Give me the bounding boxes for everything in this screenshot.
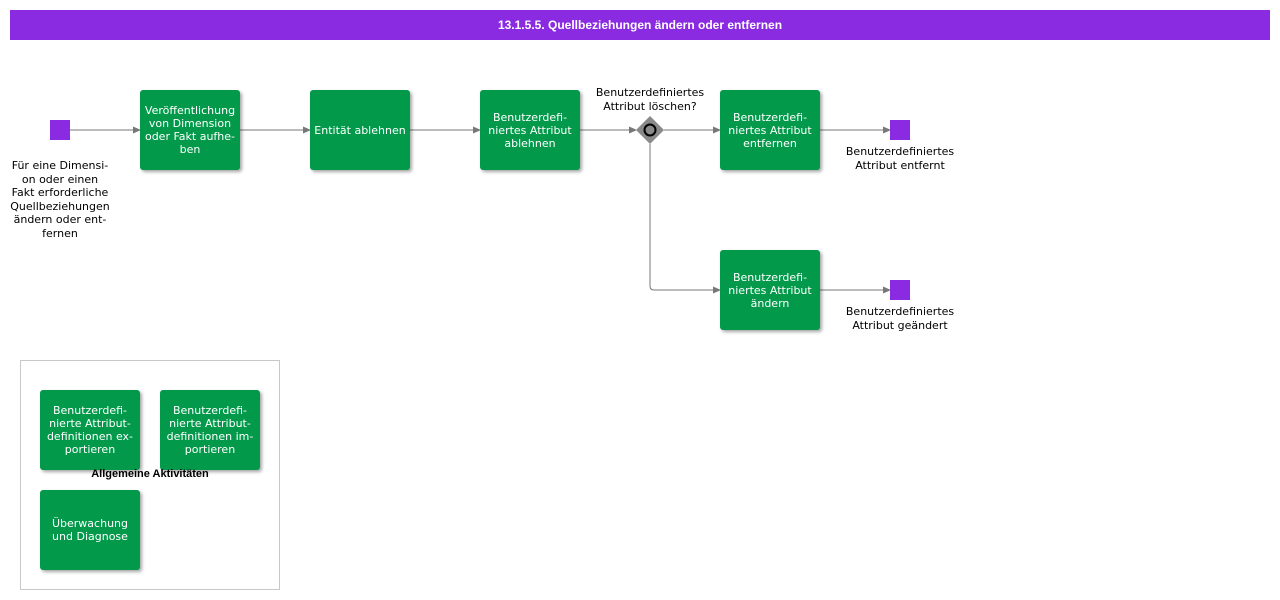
gateway-label: Benutzerdefiniertes Attribut löschen? (595, 86, 705, 113)
task-ueberwachung-diagnose[interactable]: Überwachung und Diagnose (40, 490, 140, 570)
task-veroeffentlichung-aufheben[interactable]: Veröffentlichung von Dimension oder Fakt… (140, 90, 240, 170)
task-attribut-aendern[interactable]: Benutzerdefi- niertes Attribut ändern (720, 250, 820, 330)
start-event[interactable] (50, 120, 70, 140)
group-label: Allgemeine Aktivitäten (91, 468, 209, 480)
end-event-geaendert-label: Benutzerdefiniertes Attribut geändert (845, 305, 955, 332)
end-event-entfernt-label: Benutzerdefiniertes Attribut entfernt (845, 145, 955, 172)
end-event-entfernt[interactable] (890, 120, 910, 140)
task-attributdefinitionen-exportieren[interactable]: Benutzerdefi- nierte Attribut- definitio… (40, 390, 140, 470)
end-event-geaendert[interactable] (890, 280, 910, 300)
task-attribut-ablehnen[interactable]: Benutzerdefi- niertes Attribut ablehnen (480, 90, 580, 170)
task-attributdefinitionen-importieren[interactable]: Benutzerdefi- nierte Attribut- definitio… (160, 390, 260, 470)
gateway-diamond[interactable] (636, 116, 664, 144)
start-event-label: Für eine Dimensi- on oder einen Fakt erf… (10, 159, 110, 240)
task-entitaet-ablehnen[interactable]: Entität ablehnen (310, 90, 410, 170)
task-attribut-entfernen[interactable]: Benutzerdefi- niertes Attribut entfernen (720, 90, 820, 170)
flow-gateway-to-t5 (649, 144, 721, 294)
diagram-title: 13.1.5.5. Quellbeziehungen ändern oder e… (10, 10, 1270, 40)
group-allgemeine-aktivitaeten (20, 360, 280, 590)
